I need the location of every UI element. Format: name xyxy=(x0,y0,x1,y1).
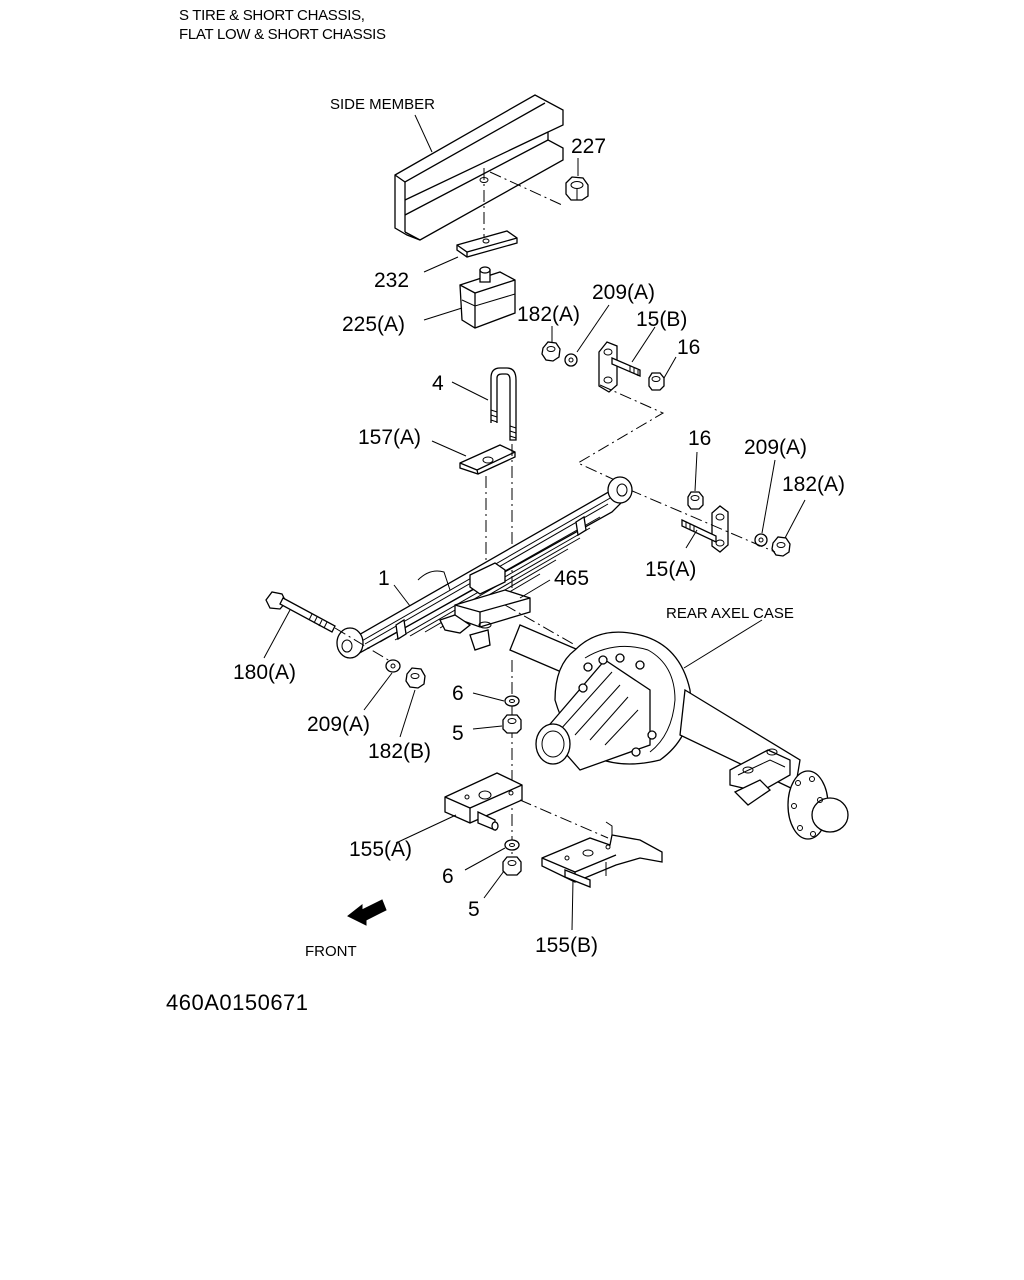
nut-5-top xyxy=(502,714,522,734)
nut-5-bottom xyxy=(502,856,522,876)
nut-182b xyxy=(405,667,426,689)
drawing-code: 460A0150671 xyxy=(166,990,309,1015)
bumper-225a xyxy=(459,266,516,329)
leader-side-member xyxy=(414,114,433,153)
callout-155b: 155(B) xyxy=(535,934,598,957)
washer-6-top xyxy=(504,695,520,707)
callout-16-mid: 16 xyxy=(688,427,711,450)
seat-465 xyxy=(439,589,531,651)
center-line-227 xyxy=(489,171,563,206)
callout-15b: 15(B) xyxy=(636,308,687,331)
leader-5-bottom xyxy=(483,870,505,899)
callout-182a-right: 182(A) xyxy=(782,473,845,496)
callout-157a: 157(A) xyxy=(358,426,421,449)
center-line-bolt-180a xyxy=(334,627,396,665)
nut-227 xyxy=(565,176,589,201)
leader-180a xyxy=(263,609,291,659)
leader-16-mid xyxy=(694,451,698,492)
callout-225a: 225(A) xyxy=(342,313,405,336)
callout-180a: 180(A) xyxy=(233,661,296,684)
callout-209a-top: 209(A) xyxy=(592,281,655,304)
u-bolt-4 xyxy=(490,367,517,441)
center-line-shackle-right xyxy=(629,489,776,553)
callout-15a: 15(A) xyxy=(645,558,696,581)
nut-16-top xyxy=(648,372,665,391)
callout-4: 4 xyxy=(432,372,444,395)
callout-6-top: 6 xyxy=(452,682,464,705)
leaf-spring-1 xyxy=(336,476,633,659)
callout-182b: 182(B) xyxy=(368,740,431,763)
label-front: FRONT xyxy=(305,943,357,960)
leader-465 xyxy=(519,579,551,599)
front-arrow-icon xyxy=(347,899,387,926)
center-line-plate-155a xyxy=(519,799,609,839)
leader-6-bottom xyxy=(464,847,506,871)
callout-5-top: 5 xyxy=(452,722,464,745)
callout-6-bottom: 6 xyxy=(442,865,454,888)
header-line-1: S TIRE & SHORT CHASSIS, xyxy=(179,7,365,24)
callout-1: 1 xyxy=(378,567,390,590)
leader-209a-left xyxy=(363,672,393,711)
leader-209a-top xyxy=(576,304,610,353)
plate-155a xyxy=(444,772,523,831)
plate-232 xyxy=(456,230,518,258)
leader-155b xyxy=(571,879,574,931)
callout-232: 232 xyxy=(374,269,409,292)
leader-155a xyxy=(395,814,457,844)
label-side-member: SIDE MEMBER xyxy=(330,96,435,113)
label-rear-axel-case: REAR AXEL CASE xyxy=(666,605,794,622)
leader-1 xyxy=(393,584,411,607)
leader-157a xyxy=(431,440,467,457)
side-member-part xyxy=(394,94,564,241)
nut-182a-right xyxy=(771,536,791,557)
center-line-axle xyxy=(504,604,576,646)
callout-182a-top: 182(A) xyxy=(517,303,580,326)
leader-5-top xyxy=(472,725,503,730)
shackle-15b xyxy=(598,341,641,393)
callout-227: 227 xyxy=(571,135,606,158)
leader-182a-right xyxy=(784,499,806,539)
washer-209a-left xyxy=(385,659,401,673)
header-line-2: FLAT LOW & SHORT CHASSIS xyxy=(179,26,386,43)
callout-465: 465 xyxy=(554,567,589,590)
leader-rear-axel-case xyxy=(683,619,763,669)
callout-209a-right: 209(A) xyxy=(744,436,807,459)
leader-225a xyxy=(423,307,463,321)
axle-stub-left xyxy=(417,570,451,591)
callout-16-top: 16 xyxy=(677,336,700,359)
nut-182a-top xyxy=(541,341,561,362)
leader-6-top xyxy=(472,692,505,702)
leader-209a-right xyxy=(761,459,776,534)
leader-232 xyxy=(423,256,459,273)
leader-4 xyxy=(451,381,489,401)
leader-16-top xyxy=(663,356,677,379)
nut-16-mid xyxy=(687,491,704,510)
leader-15a xyxy=(685,529,698,549)
callout-209a-left: 209(A) xyxy=(307,713,370,736)
leader-15b xyxy=(631,326,656,363)
washer-209a-top xyxy=(564,353,578,367)
center-line-shackle-top xyxy=(576,384,665,482)
callout-155a: 155(A) xyxy=(349,838,412,861)
plate-157a xyxy=(459,444,516,475)
bolt-180a xyxy=(265,591,336,633)
callout-5-bottom: 5 xyxy=(468,898,480,921)
plate-155b xyxy=(541,821,663,888)
leader-182b xyxy=(399,689,416,738)
washer-6-bottom xyxy=(504,839,520,851)
rear-axle-case xyxy=(509,624,849,840)
